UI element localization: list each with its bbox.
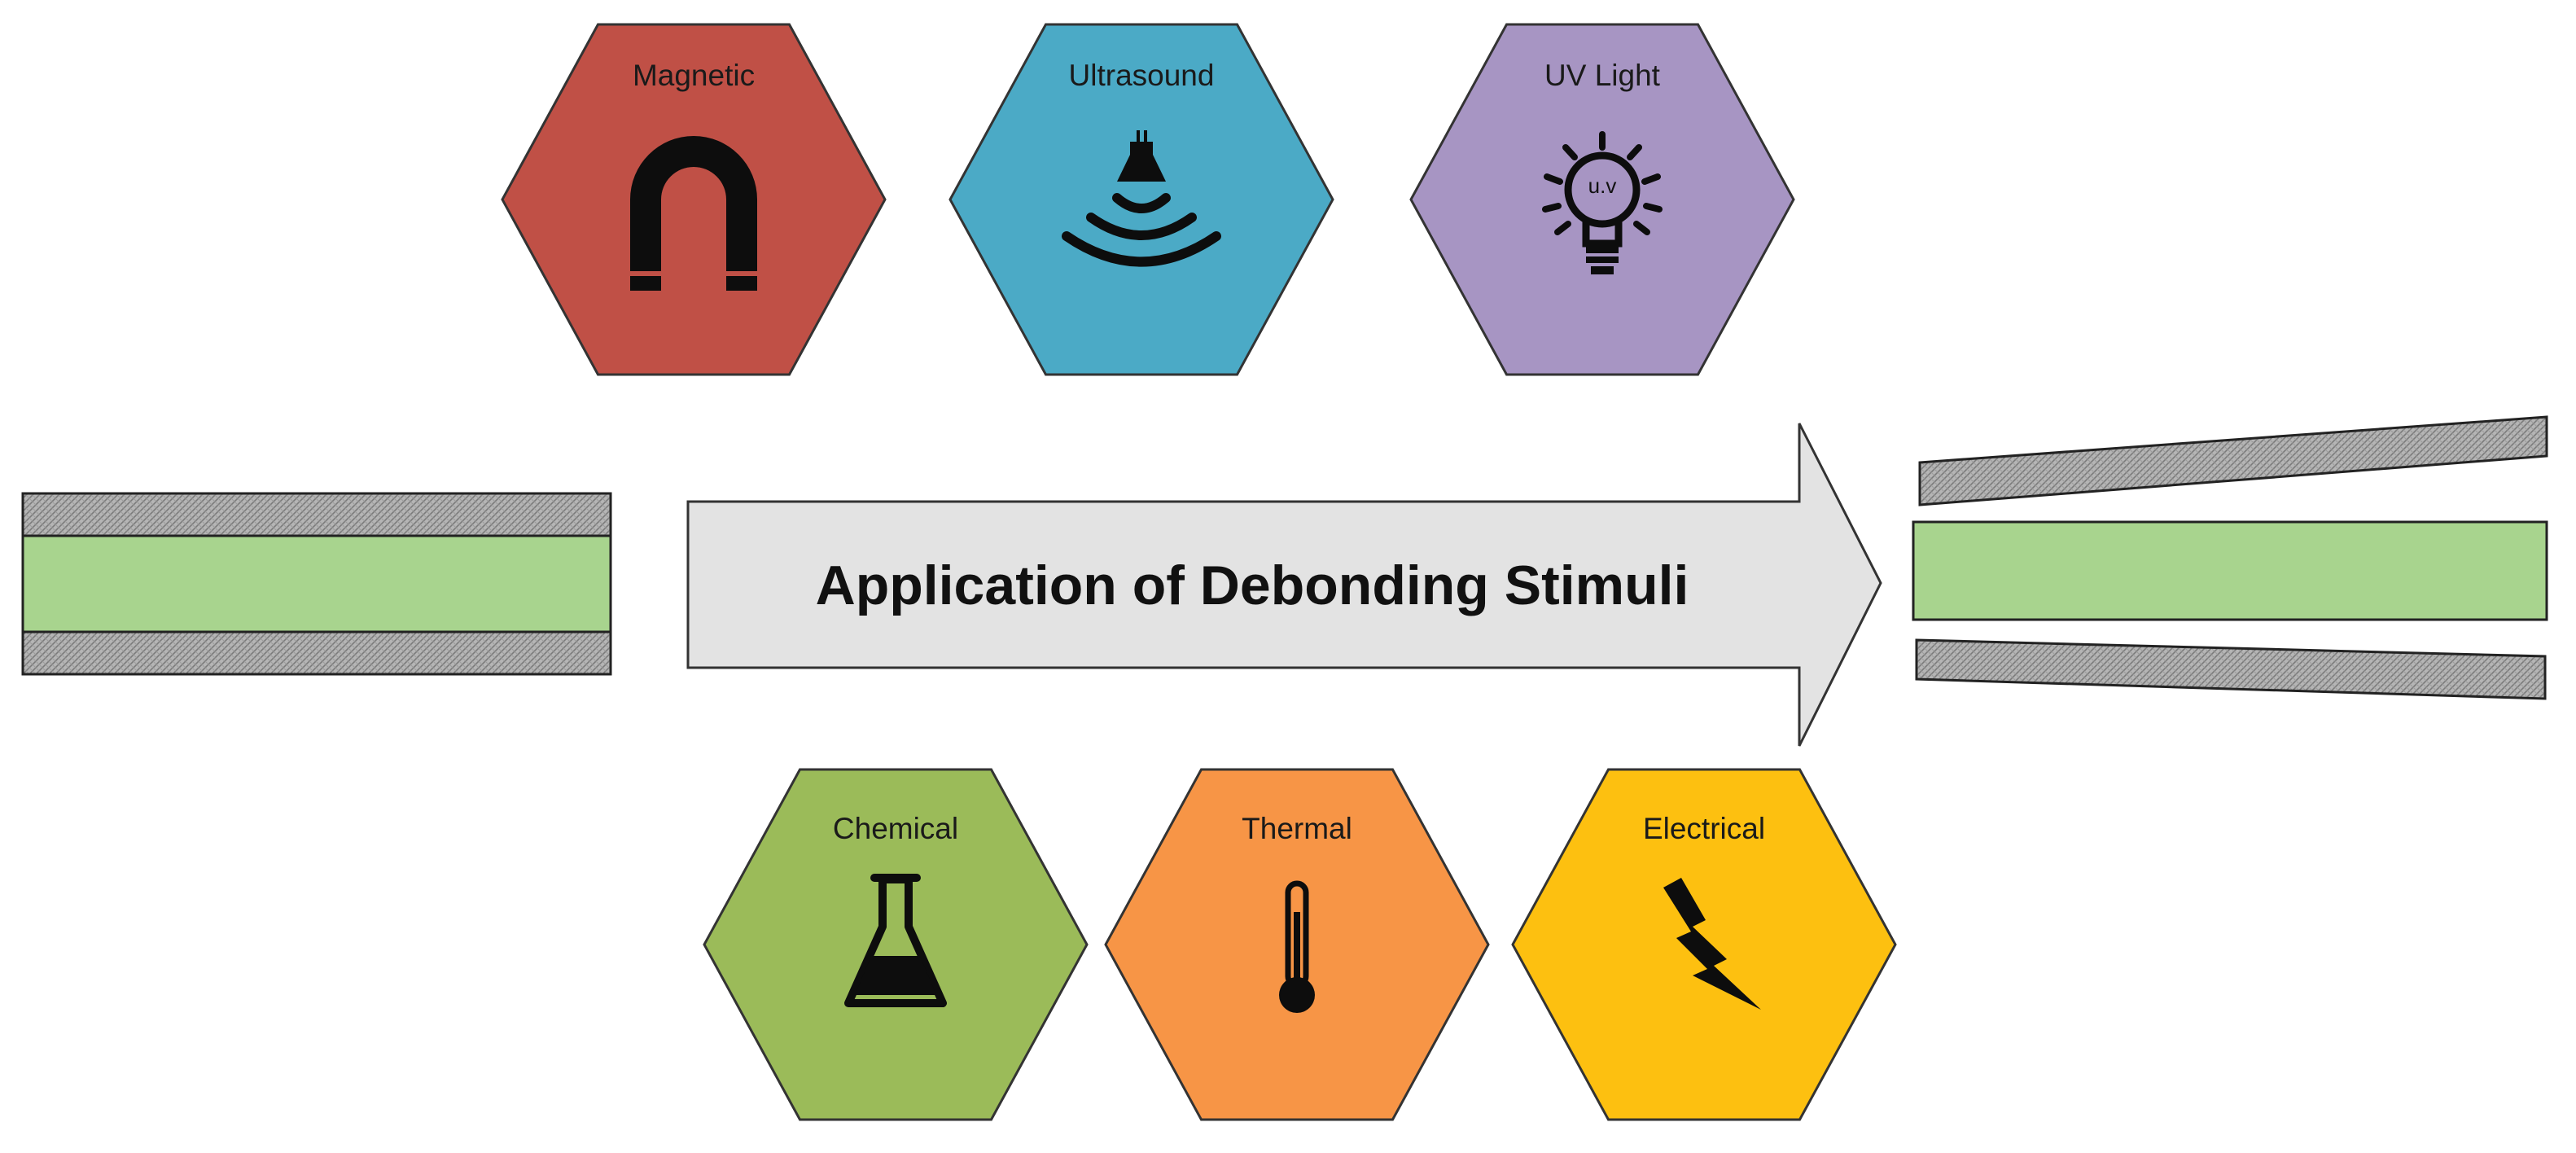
separated-lower-adherend	[1915, 638, 2547, 700]
arrow-shape	[686, 423, 1882, 747]
hex-uv-light: UV Light u.v	[1409, 23, 1795, 376]
separated-upper-adherend	[1918, 415, 2548, 506]
lower-adherend	[21, 630, 612, 676]
process-arrow: Application of Debonding Stimuli	[686, 423, 1882, 747]
bonded-joint	[21, 492, 612, 676]
hex-electrical: Electrical	[1511, 768, 1897, 1121]
hex-magnetic: Magnetic	[501, 23, 887, 376]
lightning-icon	[1663, 878, 1761, 1010]
hex-thermal: Thermal	[1104, 768, 1490, 1121]
uv-lightbulb-icon: u.v	[1542, 131, 1663, 274]
hexagon-shape	[501, 23, 887, 376]
arrow-title: Application of Debonding Stimuli	[816, 555, 1689, 616]
hex-ultrasound: Ultrasound	[948, 23, 1334, 376]
adhesive-layer	[21, 534, 612, 633]
hex-chemical: Chemical	[703, 768, 1089, 1121]
hexagon-shape	[948, 23, 1334, 376]
upper-adherend	[21, 492, 612, 537]
hex-label-ultrasound: Ultrasound	[1069, 59, 1215, 92]
flask-icon	[844, 874, 947, 1007]
uv-bulb-text: u.v	[1588, 173, 1617, 198]
hexagon-shape	[703, 768, 1089, 1121]
hex-label-thermal: Thermal	[1242, 812, 1352, 845]
debonded-joint	[1912, 415, 2548, 700]
thermometer-icon	[1279, 880, 1315, 1013]
hex-label-electrical: Electrical	[1643, 812, 1765, 845]
hex-label-uv-light: UV Light	[1544, 59, 1661, 92]
magnet-icon	[630, 136, 757, 291]
hexagon-shape	[1409, 23, 1795, 376]
hex-label-chemical: Chemical	[833, 812, 958, 845]
ultrasound-icon	[1062, 130, 1221, 267]
adhesive-layer-right	[1912, 520, 2548, 621]
hex-label-magnetic: Magnetic	[633, 59, 755, 92]
